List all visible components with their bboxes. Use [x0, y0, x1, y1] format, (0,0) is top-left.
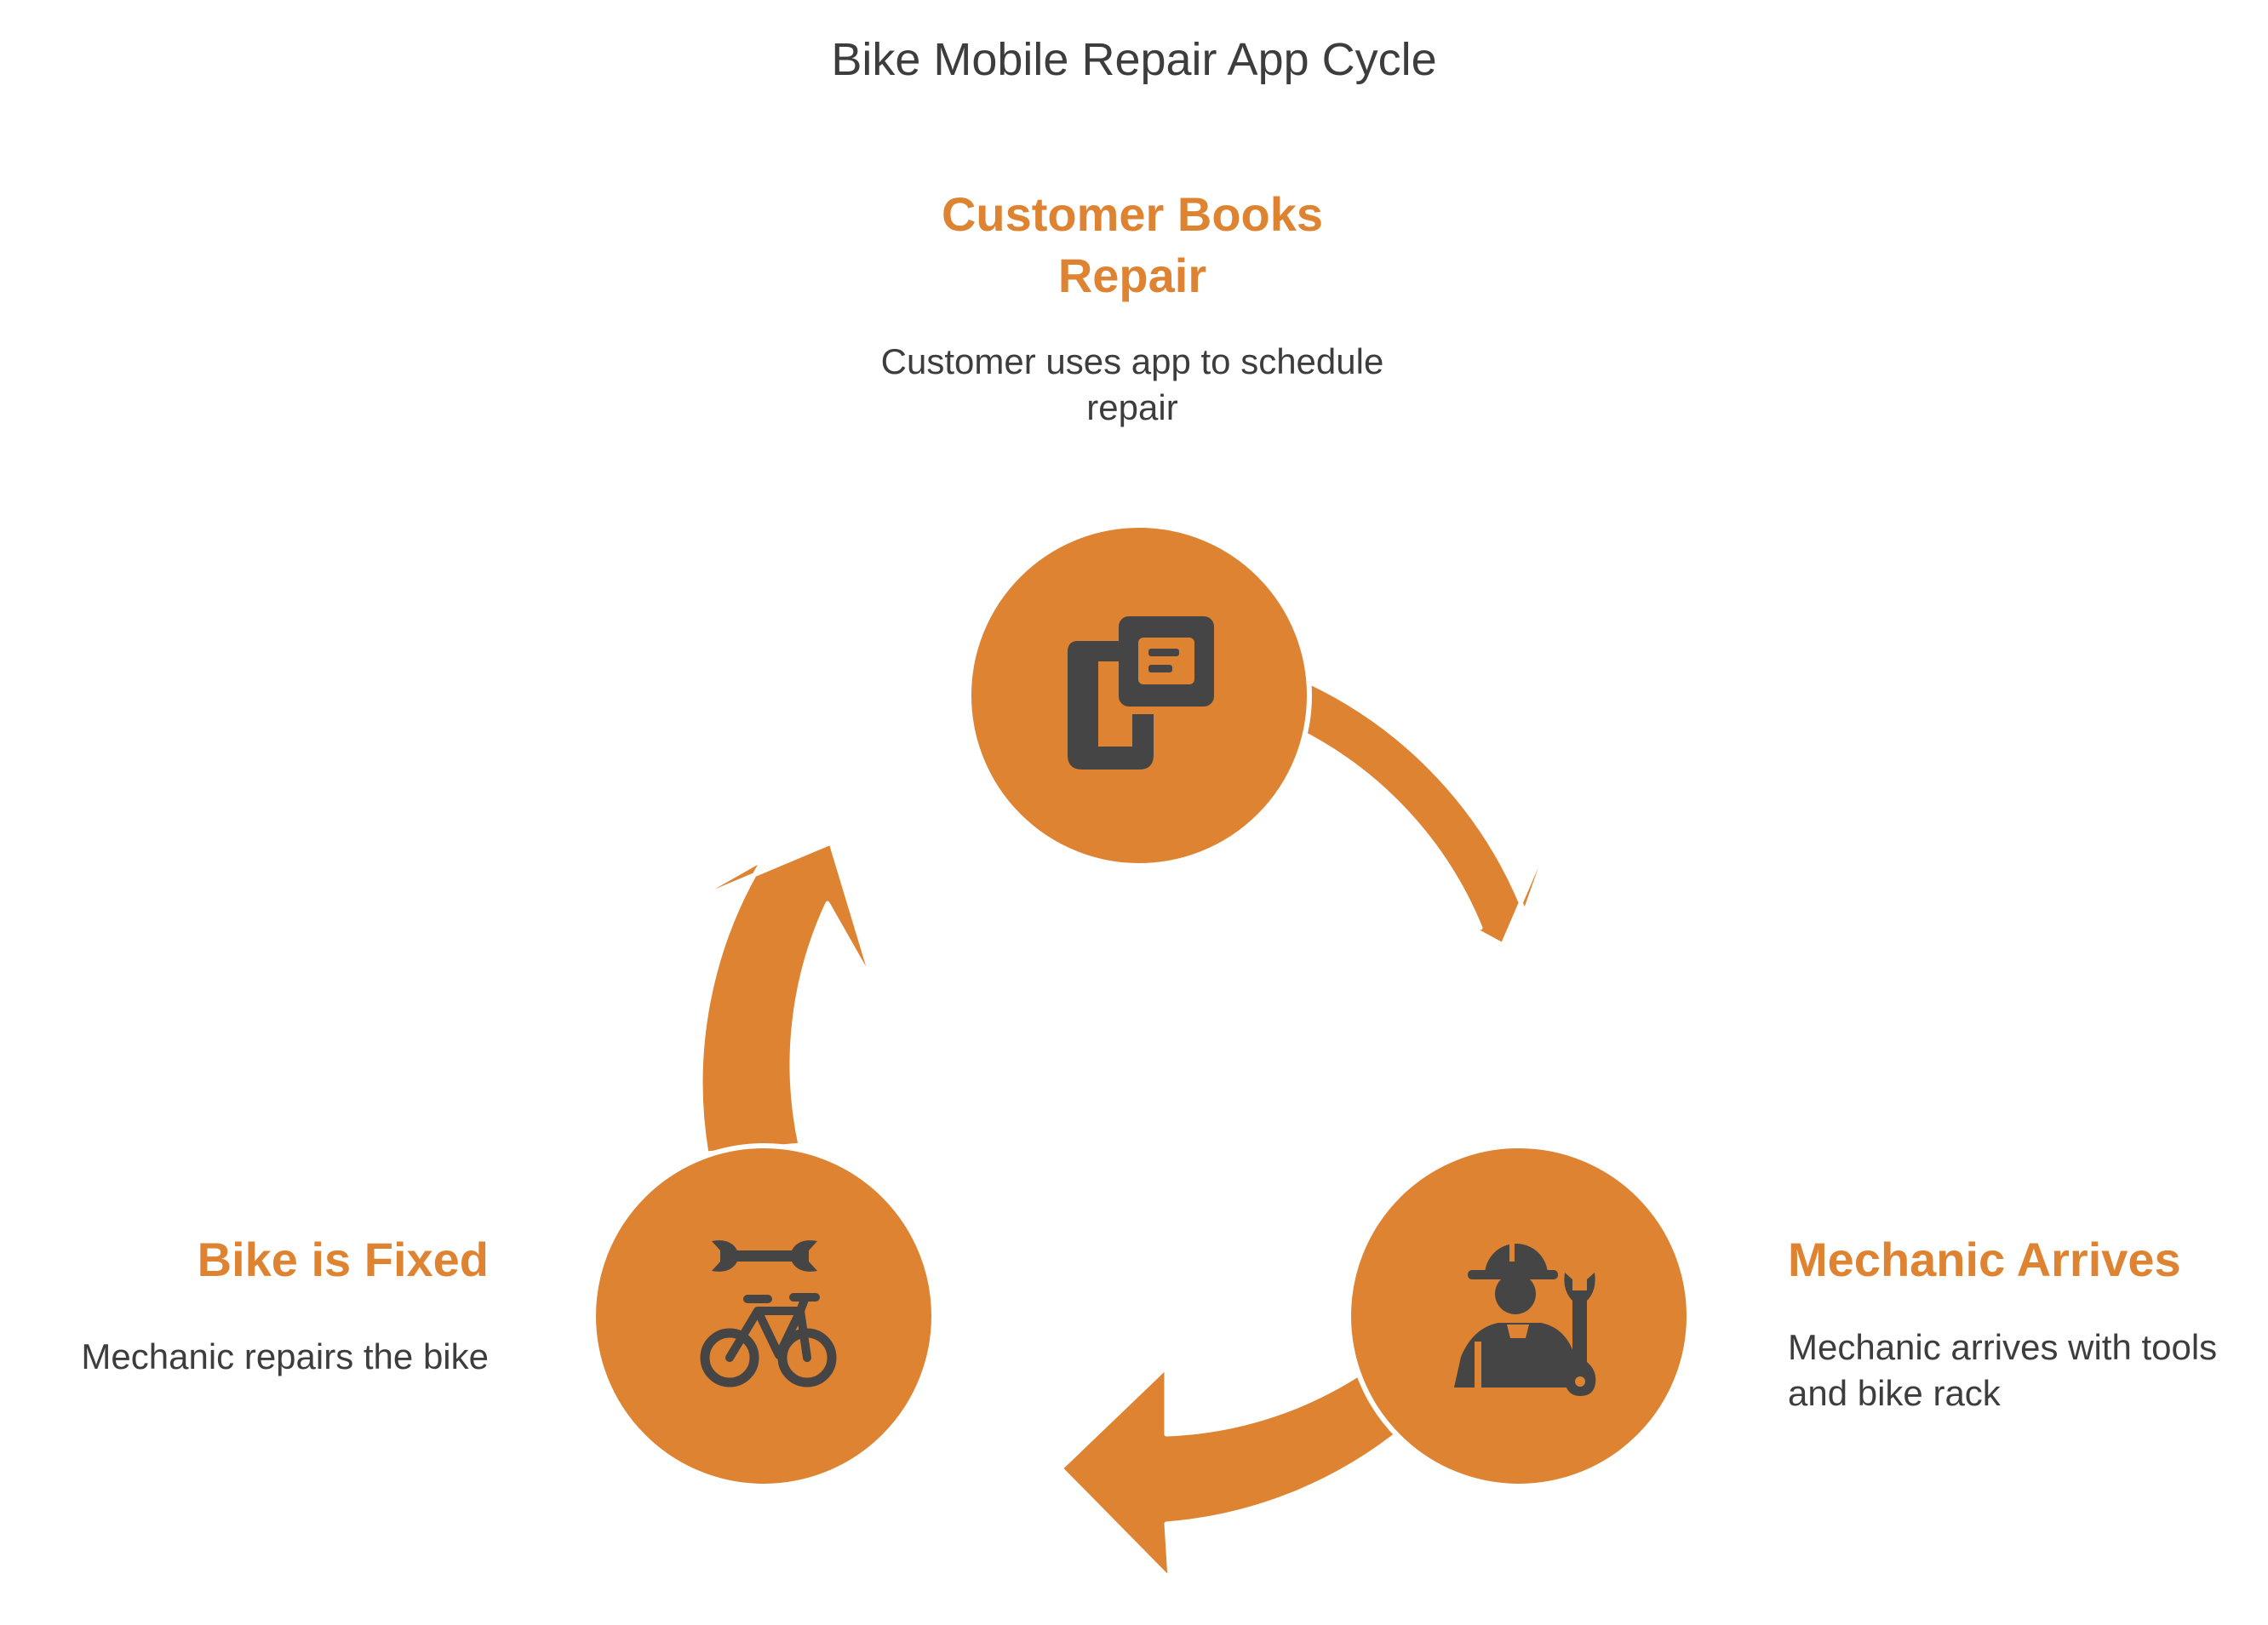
- step-circle-right: [1346, 1143, 1692, 1489]
- cycle-arrow-top-to-right: [1290, 679, 1564, 947]
- step-description-customer-books-repair: Customer uses app to schedule repair: [880, 341, 1384, 427]
- step-description-mechanic-arrives: Mechanic arrives with tools and bike rac…: [1788, 1327, 2218, 1413]
- cycle-arrow-left-to-top: [680, 840, 876, 1156]
- phone-document-icon: [1068, 616, 1214, 770]
- step-title-customer-books-repair: Customer Books Repair: [941, 187, 1324, 302]
- cycle-arrow-right-to-left: [1058, 1364, 1406, 1582]
- step-title-bike-is-fixed: Bike is Fixed: [197, 1233, 489, 1286]
- step-title-mechanic-arrives: Mechanic Arrives: [1788, 1233, 2181, 1286]
- step-description-bike-is-fixed: Mechanic repairs the bike: [81, 1336, 489, 1376]
- mechanic-wrench-icon: [1454, 1239, 1596, 1396]
- wrench-bicycle-icon: [700, 1240, 837, 1388]
- page-title: Bike Mobile Repair App Cycle: [831, 34, 1437, 85]
